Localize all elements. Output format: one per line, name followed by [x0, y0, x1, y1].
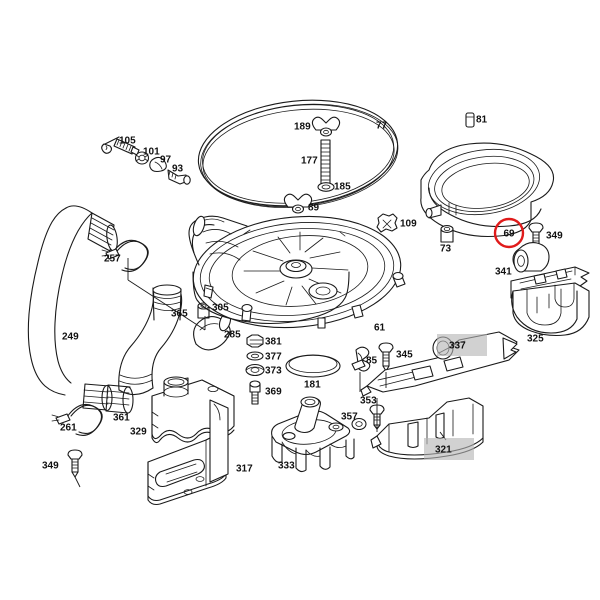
part-101-washer-grommet [134, 151, 150, 165]
part-365-resonator-hose [118, 284, 183, 396]
callout-label-105: 105 [119, 136, 136, 147]
part-365-top-cuff [152, 284, 182, 321]
callout-label-377: 377 [265, 352, 282, 363]
part-61-fan-spokes [243, 231, 349, 306]
callout-label-189: 189 [294, 122, 311, 133]
callout-label-61: 61 [374, 323, 386, 334]
part-345-screw [378, 342, 394, 372]
callout-label-381: 381 [265, 337, 282, 348]
callout-label-345: 345 [396, 350, 413, 361]
part-365-bottom-cuff [119, 373, 153, 385]
callout-label-305: 305 [212, 303, 229, 314]
part-185-washer [317, 182, 335, 192]
part-249-upper-cuff [87, 212, 118, 252]
part-73-spacer-sleeve [440, 225, 454, 243]
callout-label-77: 77 [376, 121, 388, 132]
callout-label-333: 333 [278, 461, 295, 472]
part-373-rubber-mount [245, 363, 265, 377]
highlight-boxes [424, 334, 487, 460]
part-325-retaining-bracket [511, 282, 590, 337]
callout-label-341: 341 [495, 267, 512, 278]
part-177-threaded-stud-bolt [320, 139, 331, 185]
part-85-clip [351, 346, 371, 372]
part-181-o-ring-seal [285, 354, 341, 378]
part-369-mounting-stud [249, 380, 261, 405]
part-105-spring-clip [101, 136, 140, 156]
leader-lines [74, 258, 457, 488]
part-377-washer [246, 351, 264, 361]
part-61-rim-clips [203, 229, 406, 329]
callout-label-185: 185 [334, 182, 351, 193]
callout-label-261: 261 [60, 423, 77, 434]
callout-label-349-right: 349 [546, 231, 563, 242]
callout-label-97: 97 [160, 155, 172, 166]
part-249-intake-hose [27, 205, 118, 412]
highlight-box-321 [424, 438, 474, 460]
callout-label-69: 69 [503, 229, 515, 240]
part-189-wing-nut [311, 116, 341, 137]
callout-label-181: 181 [304, 380, 321, 391]
part-61-air-cleaner-housing [188, 215, 406, 329]
callout-label-369: 369 [265, 387, 282, 398]
part-81-rubber-bush [465, 112, 475, 128]
highlight-box-337 [437, 334, 487, 356]
callout-label-317: 317 [236, 464, 253, 475]
part-109-clip-nut [376, 213, 398, 233]
callout-labels: 105 101 97 93 189 77 177 185 89 109 81 6… [42, 115, 563, 475]
callout-label-89: 89 [308, 203, 320, 214]
part-93-vacuum-fitting [167, 169, 191, 185]
part-97-rubber-seal [149, 156, 167, 173]
callout-label-361: 361 [113, 413, 130, 424]
callout-label-285: 285 [224, 330, 241, 341]
part-69-air-cleaner-cover [420, 142, 555, 238]
part-261-hose-clamp [51, 403, 103, 436]
part-89-wing-nut [283, 193, 313, 214]
callout-label-177: 177 [301, 156, 318, 167]
part-357-washer [351, 417, 367, 431]
callout-label-365: 365 [171, 309, 188, 320]
callout-label-249: 249 [62, 332, 79, 343]
part-317-lower-air-duct [147, 399, 229, 506]
callout-label-373: 373 [265, 366, 282, 377]
part-61-intake-neck [188, 215, 248, 266]
callout-label-101: 101 [143, 147, 160, 158]
callout-label-85: 85 [366, 356, 378, 367]
callout-label-329: 329 [130, 427, 147, 438]
callout-label-321: 321 [435, 445, 452, 456]
part-349-screw-lower [67, 449, 83, 478]
part-69-side-nipple [425, 202, 457, 219]
callout-label-353: 353 [360, 396, 377, 407]
highlight-circle-69 [493, 217, 525, 249]
callout-label-357: 357 [341, 412, 358, 423]
callout-label-349-lower: 349 [42, 461, 59, 472]
callout-label-337: 337 [449, 341, 466, 352]
part-381-nut [246, 334, 264, 348]
callout-label-109: 109 [400, 219, 417, 230]
callout-label-325: 325 [527, 334, 544, 345]
part-333-air-guide-housing [271, 396, 355, 473]
callout-label-257: 257 [104, 254, 121, 265]
callout-label-93: 93 [172, 164, 184, 175]
part-257-hose-clamp [101, 239, 149, 272]
callout-label-73: 73 [440, 244, 452, 255]
callout-label-81: 81 [476, 115, 488, 126]
